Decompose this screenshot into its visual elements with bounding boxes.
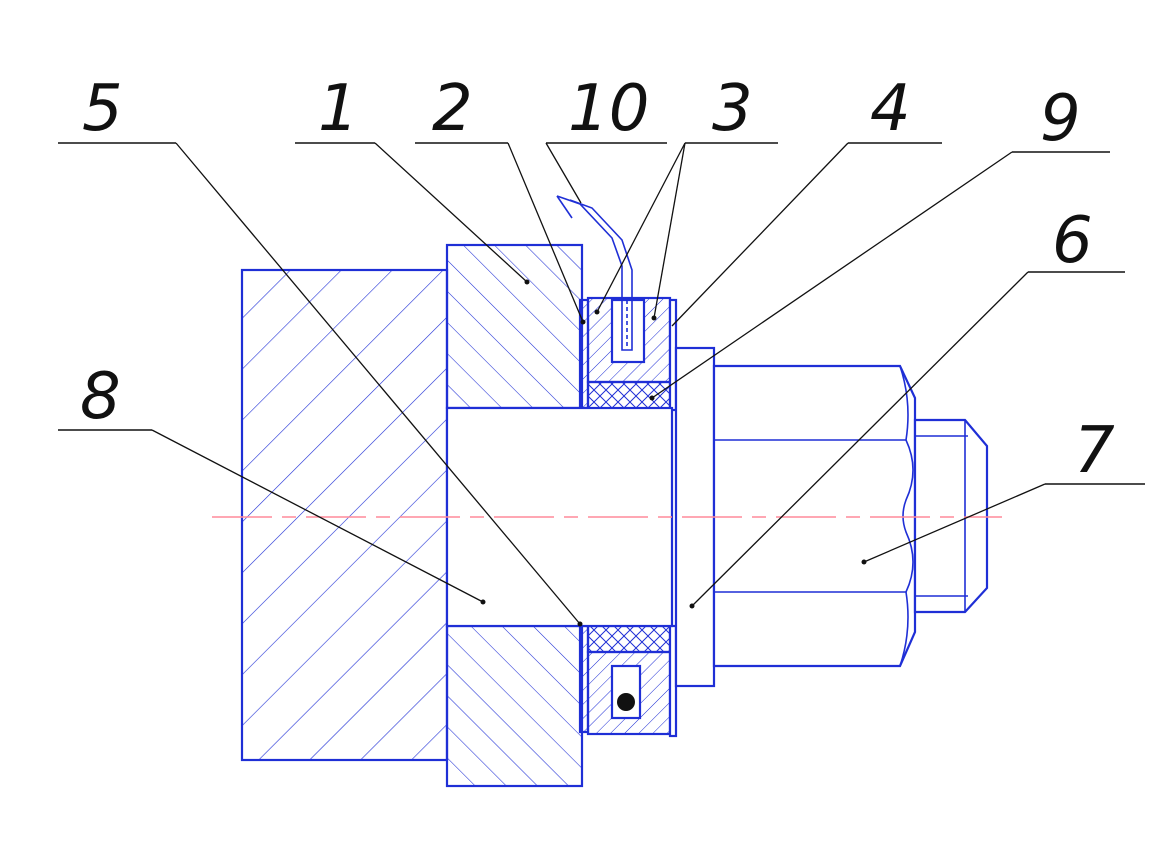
- leader-dot-8: [480, 599, 486, 605]
- part-9-seal-ring-lower: [586, 624, 672, 654]
- part-7-hex-nut: [712, 364, 917, 668]
- leader-8: [151, 429, 484, 603]
- o-ring-lower: [617, 693, 635, 711]
- leader-dot-3b: [651, 315, 657, 321]
- callout-label-2: 2: [432, 72, 473, 146]
- leader-dot-7: [861, 559, 867, 565]
- leader-dot-9: [649, 395, 655, 401]
- leader-9: [651, 151, 1013, 399]
- callout-label-7: 7: [1074, 414, 1115, 488]
- leader-10: [545, 142, 582, 204]
- leader-3a: [596, 142, 686, 313]
- part-9-seal-ring-upper: [586, 380, 672, 412]
- leader-7: [863, 483, 1046, 563]
- part-7-threaded-stem: [913, 418, 989, 614]
- leader-6: [691, 271, 1029, 607]
- leader-dot-2: [580, 319, 586, 325]
- leader-dot-3a: [594, 309, 600, 315]
- callout-label-5: 5: [82, 72, 123, 146]
- leader-5: [175, 142, 581, 625]
- leader-1: [374, 142, 528, 283]
- part-1-body-lower: [445, 624, 584, 788]
- callout-label-3: 3: [712, 72, 753, 146]
- callout-label-8: 8: [80, 360, 121, 434]
- seal-groove-upper: [610, 298, 646, 364]
- leader-3b: [653, 142, 686, 319]
- callout-label-6: 6: [1052, 204, 1093, 278]
- leader-dot-5: [577, 621, 583, 627]
- callout-label-10: 10: [568, 72, 649, 146]
- callout-label-9: 9: [1040, 82, 1081, 156]
- part-5-housing: [240, 268, 449, 762]
- callout-label-4: 4: [870, 72, 911, 146]
- part-2-gasket-lower: [578, 624, 590, 734]
- leader-dot-6: [689, 603, 695, 609]
- leader-4: [671, 142, 849, 327]
- callout-label-1: 1: [318, 72, 359, 146]
- leader-dot-1: [524, 279, 530, 285]
- leader-2: [507, 142, 584, 323]
- part-10-probe-wire: [556, 195, 633, 351]
- part-1-body-upper: [445, 243, 584, 410]
